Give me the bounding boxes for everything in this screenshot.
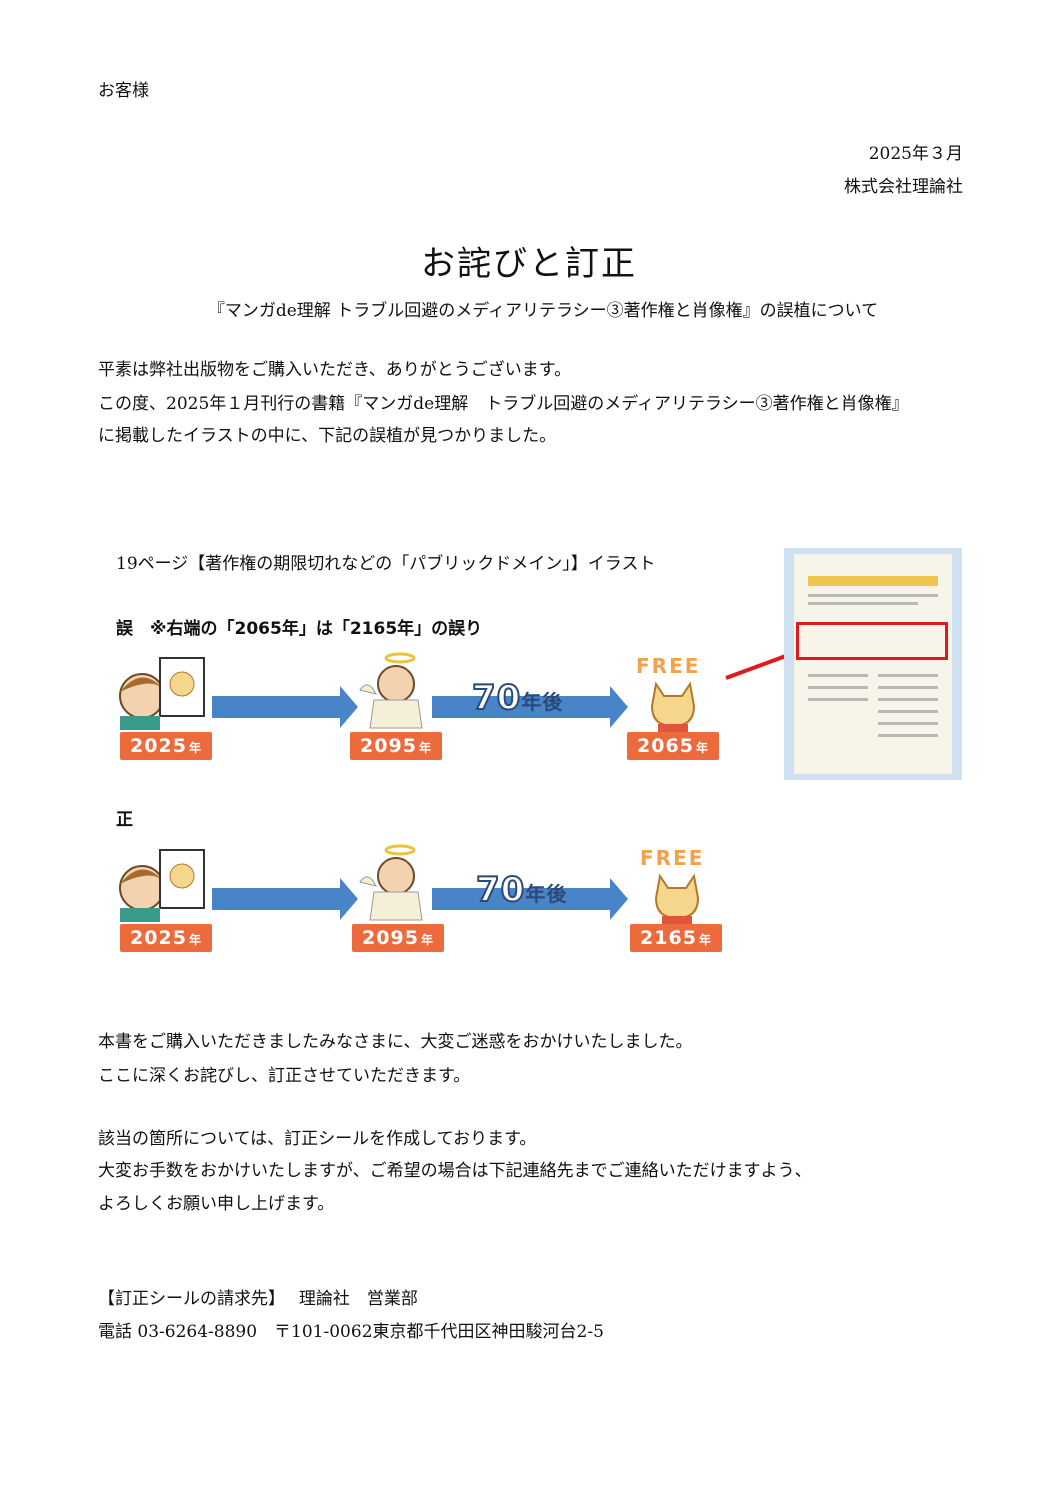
book-page [794, 554, 952, 774]
elder-angel-icon [359, 844, 423, 921]
arrow-1 [212, 878, 358, 920]
company-name: 株式会社理論社 [844, 177, 963, 197]
intro-line-1: 平素は弊社出版物をご購入いただき、ありがとうございます。 [98, 360, 572, 380]
page-title: お詫びと訂正 [421, 244, 637, 284]
seventy-years-label: 70年後 [471, 677, 564, 719]
contact-line-2: 電話 03-6264-8890 〒101-0062東京都千代田区神田駿河台2-5 [98, 1322, 604, 1342]
recipient: お客様 [98, 81, 149, 101]
book-page-thumbnail [784, 548, 962, 780]
highlight-box [796, 622, 948, 660]
child-drawing-icon [119, 657, 205, 730]
intro-line-2: この度、2025年１月刊行の書籍『マンガde理解 トラブル回避のメディアリテラシ… [98, 394, 909, 414]
correct-label: 正 [116, 810, 133, 830]
notice-line-2: 大変お手数をおかけいたしますが、ご希望の場合は下記連絡先までご連絡いただけますよ… [98, 1161, 812, 1181]
notice-line-3: よろしくお願い申し上げます。 [98, 1194, 335, 1214]
arrow-2 [432, 878, 628, 920]
arrow-2 [432, 686, 628, 728]
child-drawing-icon [119, 849, 205, 922]
illustration-caption: 19ページ【著作権の期限切れなどの「パブリックドメイン」】イラスト [116, 554, 656, 574]
cat-icon [650, 681, 696, 734]
elder-angel-icon [359, 652, 423, 729]
page-subtitle: 『マンガde理解 トラブル回避のメディアリテラシー③著作権と肖像権』の誤植につい… [207, 301, 879, 321]
arrow-1 [212, 686, 358, 728]
apology-line-1: 本書をご購入いただきましたみなさまに、大変ご迷惑をおかけいたしました。 [98, 1032, 693, 1052]
notice-line-1: 該当の箇所については、訂正シールを作成しております。 [98, 1129, 537, 1149]
apology-line-2: ここに深くお詫びし、訂正させていただきます。 [98, 1066, 471, 1086]
cat-icon [654, 873, 700, 926]
intro-line-3: に掲載したイラストの中に、下記の誤植が見つかりました。 [98, 426, 557, 446]
seventy-years-label: 70年後 [475, 869, 568, 911]
contact-line-1: 【訂正シールの請求先】 理論社 営業部 [98, 1289, 418, 1309]
issue-date: 2025年３月 [868, 144, 963, 164]
free-label: FREE [636, 654, 701, 678]
free-label: FREE [640, 846, 705, 870]
wrong-label: 誤 ※右端の「2065年」は「2165年」の誤り [116, 619, 483, 639]
